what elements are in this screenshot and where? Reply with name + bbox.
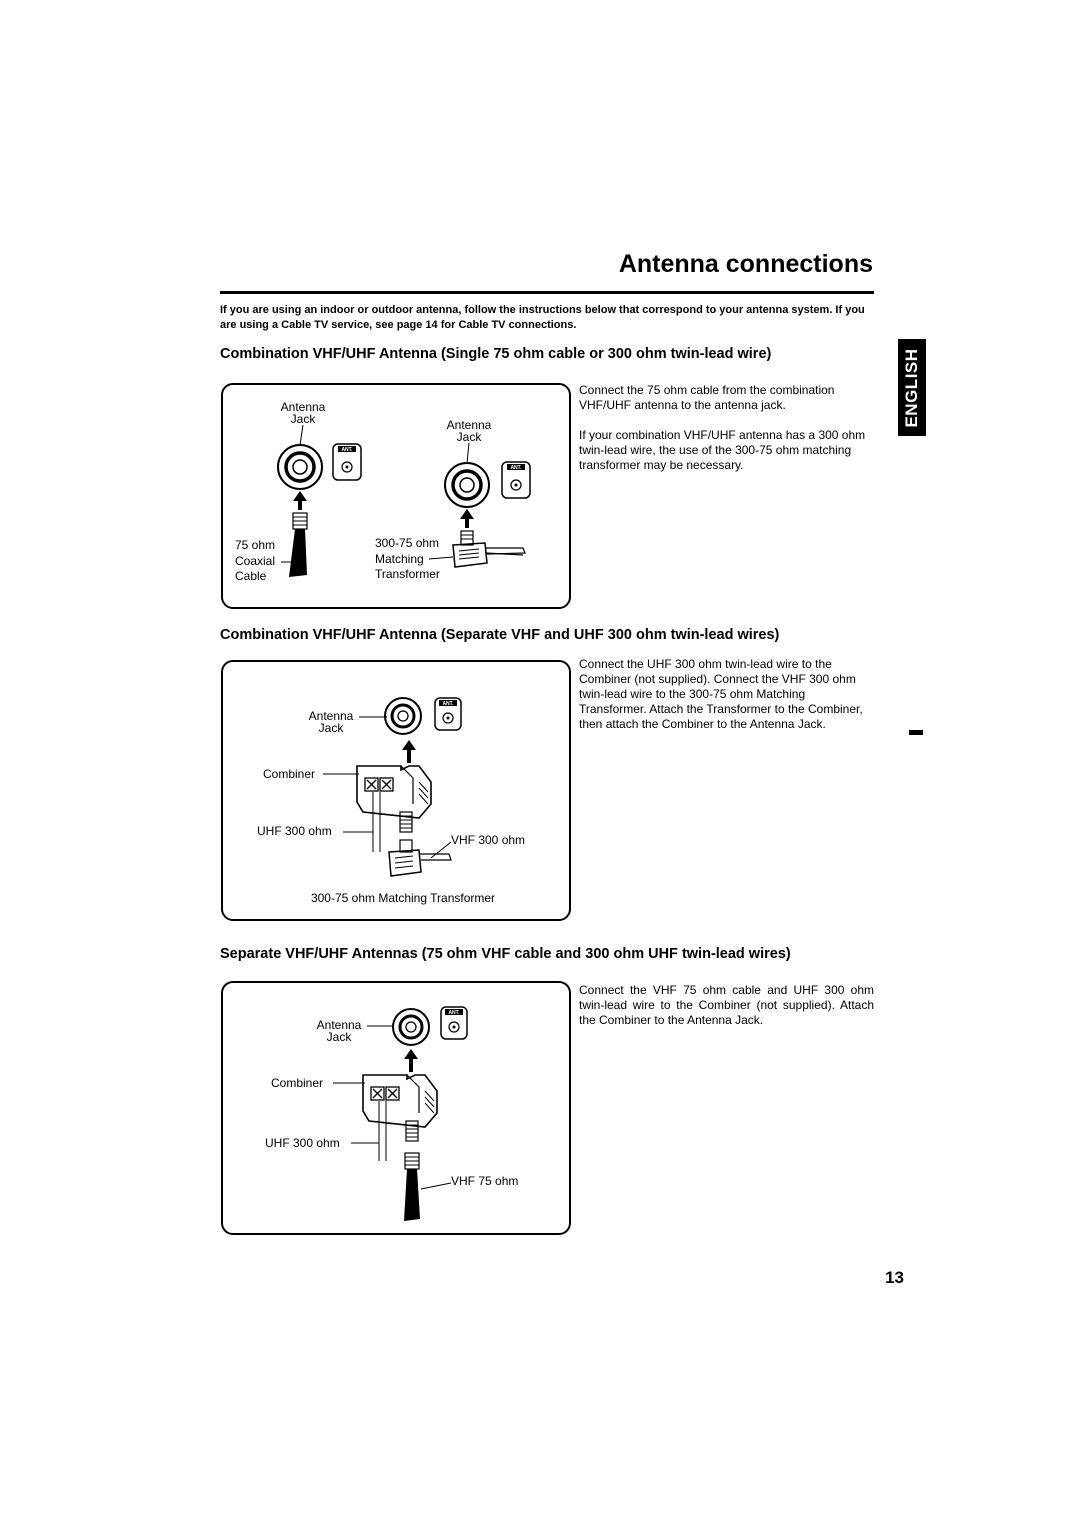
section2-description: Connect the UHF 300 ohm twin-lead wire t… xyxy=(579,657,874,747)
section2-combiner-label: Combiner xyxy=(263,767,315,781)
section1-jack-right-label-1: Antenna xyxy=(447,418,492,432)
ant-terminal-icon: ANT. xyxy=(440,1006,468,1040)
section2-jack-label-2: Jack xyxy=(319,721,345,735)
section3-uhf-label: UHF 300 ohm xyxy=(265,1136,340,1150)
up-arrow-icon xyxy=(460,509,474,528)
section3-jack-label-1: Antenna xyxy=(317,1018,362,1032)
section1-desc-1: Connect the 75 ohm cable from the combin… xyxy=(579,383,835,412)
page-edge-marker xyxy=(909,730,923,735)
section2-diagram: Antenna Jack ANT. Combiner xyxy=(257,697,525,905)
title-rule xyxy=(220,291,874,294)
section1-transformer-label-2: Matching xyxy=(375,552,424,566)
ant-terminal-icon: ANT. xyxy=(501,461,531,499)
section3-heading: Separate VHF/UHF Antennas (75 ohm VHF ca… xyxy=(220,946,791,962)
matching-transformer-icon xyxy=(388,839,452,877)
combiner-icon xyxy=(362,1074,438,1142)
up-arrow-icon xyxy=(404,1049,418,1072)
antenna-jack-icon xyxy=(444,462,490,508)
section1-diagram: Antenna Jack ANT. 75 ohm Coaxial Ca xyxy=(235,400,531,583)
section3-diagram-panel: Antenna Jack ANT. Combiner xyxy=(221,981,571,1235)
language-tab: ENGLISH xyxy=(898,339,926,436)
section2-uhf-label: UHF 300 ohm xyxy=(257,824,332,838)
section3-vhf-label: VHF 75 ohm xyxy=(451,1174,518,1188)
section3-diagram: Antenna Jack ANT. Combiner xyxy=(265,1006,518,1221)
page-title: Antenna connections xyxy=(618,250,873,278)
coaxial-cable-icon xyxy=(289,512,308,577)
section1-description: Connect the 75 ohm cable from the combin… xyxy=(579,383,874,488)
ant-terminal-icon: ANT. xyxy=(434,697,462,731)
section1-jack-left-label-2: Jack xyxy=(291,412,317,426)
section3-jack-label-2: Jack xyxy=(327,1030,353,1044)
section2-transformer-label: 300-75 ohm Matching Transformer xyxy=(311,891,495,905)
page-number: 13 xyxy=(885,1268,904,1287)
section1-transformer-label-1: 300-75 ohm xyxy=(375,536,439,550)
section2-jack-label-1: Antenna xyxy=(309,709,354,723)
up-arrow-icon xyxy=(402,740,416,763)
ant-terminal-label: ANT. xyxy=(510,465,522,471)
coaxial-cable-icon xyxy=(404,1152,420,1221)
antenna-jack-icon xyxy=(384,697,422,735)
section3-combiner-label: Combiner xyxy=(271,1076,323,1090)
section2-heading: Combination VHF/UHF Antenna (Separate VH… xyxy=(220,627,780,643)
matching-transformer-icon xyxy=(452,530,526,568)
section1-coax-label-1: 75 ohm xyxy=(235,538,275,552)
section1-coax-label-3: Cable xyxy=(235,569,267,583)
section2-desc-1: Connect the UHF 300 ohm twin-lead wire t… xyxy=(579,657,863,731)
up-arrow-icon xyxy=(293,491,307,510)
section3-desc-1: Connect the VHF 75 ohm cable and UHF 300… xyxy=(579,983,874,1027)
combiner-icon xyxy=(356,765,432,833)
antenna-jack-icon xyxy=(277,444,323,490)
section1-desc-2: If your combination VHF/UHF antenna has … xyxy=(579,428,866,472)
ant-terminal-label: ANT. xyxy=(341,447,353,453)
ant-terminal-icon: ANT. xyxy=(332,443,362,481)
section2-vhf-label: VHF 300 ohm xyxy=(451,833,525,847)
section1-jack-right-label-2: Jack xyxy=(457,430,483,444)
section2-diagram-panel: Antenna Jack ANT. Combiner xyxy=(221,660,571,921)
ant-terminal-label: ANT. xyxy=(442,701,454,707)
section1-jack-left-label-1: Antenna xyxy=(281,400,326,414)
section3-description: Connect the VHF 75 ohm cable and UHF 300… xyxy=(579,983,874,1043)
ant-terminal-label: ANT. xyxy=(448,1010,460,1016)
section1-heading: Combination VHF/UHF Antenna (Single 75 o… xyxy=(220,346,772,362)
language-tab-label: ENGLISH xyxy=(902,347,921,428)
intro-text: If you are using an indoor or outdoor an… xyxy=(220,304,865,331)
section1-diagram-panel: Antenna Jack ANT. 75 ohm Coaxial Ca xyxy=(221,383,571,609)
section1-coax-label-2: Coaxial xyxy=(235,554,275,568)
section1-transformer-label-3: Transformer xyxy=(375,567,440,581)
antenna-jack-icon xyxy=(392,1008,430,1046)
